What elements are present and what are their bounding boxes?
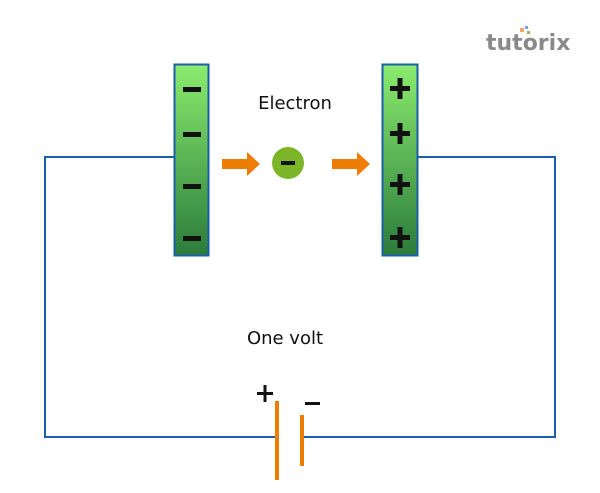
minus-sign	[183, 132, 201, 137]
plus-sign	[390, 123, 410, 144]
battery-plus-icon	[257, 385, 273, 402]
minus-sign	[183, 236, 201, 241]
battery	[257, 385, 320, 480]
battery-minus-icon	[305, 402, 320, 405]
tutorix-logo: tutorix	[486, 26, 570, 56]
positive-plate	[381, 63, 419, 257]
plus-sign	[390, 227, 410, 248]
electron-label: Electron	[258, 93, 332, 114]
battery-negative-terminal	[300, 415, 304, 466]
wire-right	[302, 156, 556, 438]
arrow-right-icon	[222, 152, 260, 176]
plus-sign	[390, 174, 410, 195]
battery-positive-terminal	[275, 401, 279, 480]
arrow-right-icon	[332, 152, 370, 176]
minus-sign	[183, 87, 201, 92]
electron-particle	[272, 147, 304, 179]
plus-sign	[390, 78, 410, 99]
logo-text: tutorix	[486, 31, 570, 56]
minus-sign	[183, 184, 201, 189]
wire-left	[44, 156, 277, 438]
negative-plate	[173, 63, 210, 257]
electron-minus-icon	[281, 161, 295, 165]
voltage-label: One volt	[247, 328, 323, 349]
